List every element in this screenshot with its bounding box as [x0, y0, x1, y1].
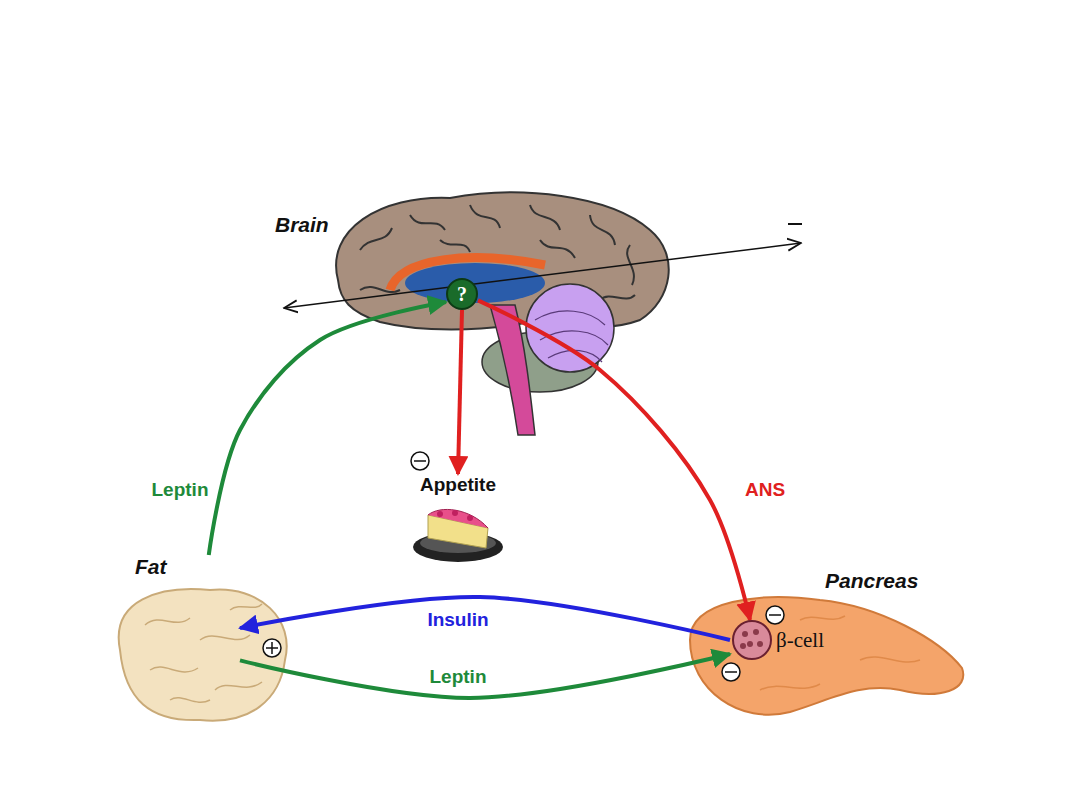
node-text: β-cell: [730, 620, 824, 660]
appetite-target: Appetite: [400, 474, 516, 496]
minus-sign: [411, 452, 429, 470]
edge-label: Insulin: [424, 609, 491, 631]
brain-region: Brain?: [270, 210, 670, 430]
arrow-connector: [478, 300, 750, 620]
fat-tissue-region: Fat: [115, 555, 240, 725]
node-heading: Fat: [135, 555, 167, 579]
edge-label: ANS: [742, 479, 788, 501]
axis-arrow: [284, 243, 801, 308]
beta-cell-shape: [730, 618, 774, 662]
arrow-connector: [458, 310, 462, 474]
fat-tissue: [119, 589, 287, 721]
arrow-connector: [240, 597, 730, 640]
node-heading: Brain: [275, 213, 329, 237]
cake-picture: [413, 509, 503, 562]
minus-sign: [722, 663, 740, 681]
pancreas-organ: [690, 597, 963, 715]
edge-label: Leptin: [149, 479, 212, 501]
arrow-connector: [240, 654, 730, 698]
arrow-connector: [209, 302, 446, 555]
node-text: ?: [457, 283, 467, 306]
minus-dash: [788, 223, 802, 225]
node-heading: Pancreas: [825, 569, 918, 593]
node-text: Appetite: [420, 474, 496, 495]
minus-sign: [766, 606, 784, 624]
edge-label: Leptin: [427, 666, 490, 688]
pancreas-region: Pancreasβ-cell: [680, 585, 970, 725]
hypothalamus-circle: ?: [446, 278, 478, 310]
beta-cell: β-cell: [730, 620, 828, 660]
plus-sign: [263, 639, 281, 657]
